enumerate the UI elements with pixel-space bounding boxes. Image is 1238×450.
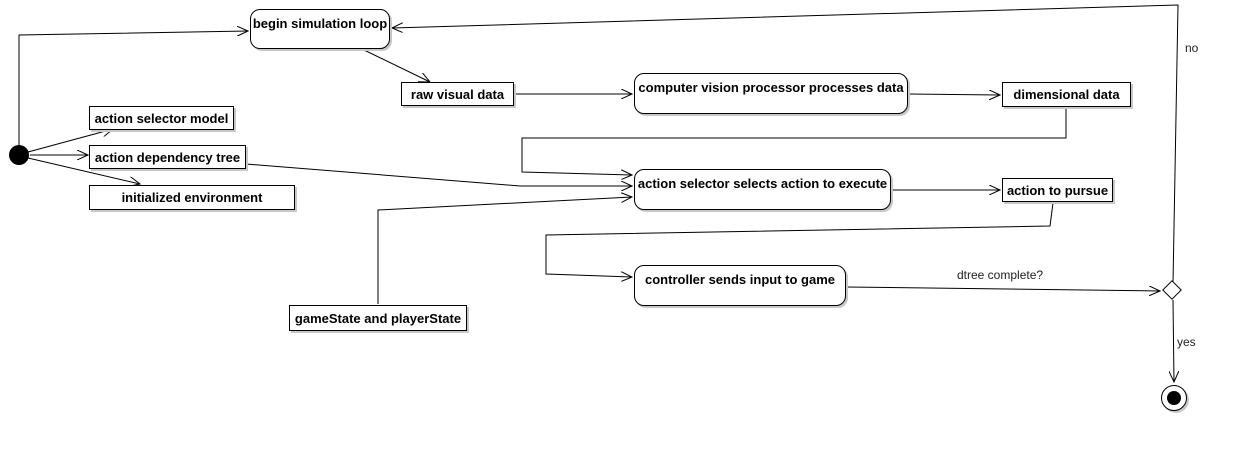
- node-raw-visual-data: raw visual data: [401, 82, 514, 106]
- edge-decision-no-to-begin-loop: [392, 4, 1179, 284]
- edge-decision-yes-to-final: [1173, 299, 1174, 382]
- node-action-selector-selects: action selector selects action to execut…: [634, 169, 891, 210]
- node-initialized-environment: initialized environment: [89, 185, 295, 210]
- label-yes: yes: [1177, 335, 1196, 349]
- node-gamestate-and-playerstate: gameState and playerState: [289, 305, 467, 331]
- node-dimensional-data: dimensional data: [1002, 82, 1131, 107]
- node-action-selector-model: action selector model: [89, 106, 234, 130]
- final-node-inner: [1167, 391, 1181, 405]
- edge-pursue-to-controller: [545, 202, 1054, 277]
- initial-node: [9, 145, 29, 165]
- edge-controller-to-decision: [845, 287, 1160, 291]
- final-node: [1161, 385, 1187, 411]
- edge-start-to-initialized-environment: [27, 157, 140, 184]
- edge-start-to-begin-loop: [18, 31, 248, 155]
- edge-dimensional-to-action-selects: [521, 108, 1067, 175]
- label-no: no: [1185, 41, 1199, 55]
- edge-begin-loop-to-raw-visual: [363, 49, 430, 82]
- edge-start-to-action-selector-model: [27, 129, 113, 153]
- edge-cv-to-dimensional: [907, 94, 1000, 95]
- node-controller-sends-input: controller sends input to game: [634, 265, 846, 306]
- node-action-to-pursue: action to pursue: [1002, 178, 1113, 202]
- node-begin-simulation-loop: begin simulation loop: [250, 9, 390, 49]
- label-dtree-complete: dtree complete?: [957, 268, 1044, 282]
- edge-gamestate-to-action-selects: [377, 197, 632, 304]
- edge-dependency-tree-to-action-selects: [245, 163, 632, 186]
- node-action-dependency-tree: action dependency tree: [89, 145, 246, 169]
- node-computer-vision-processor: computer vision processor processes data: [634, 73, 908, 114]
